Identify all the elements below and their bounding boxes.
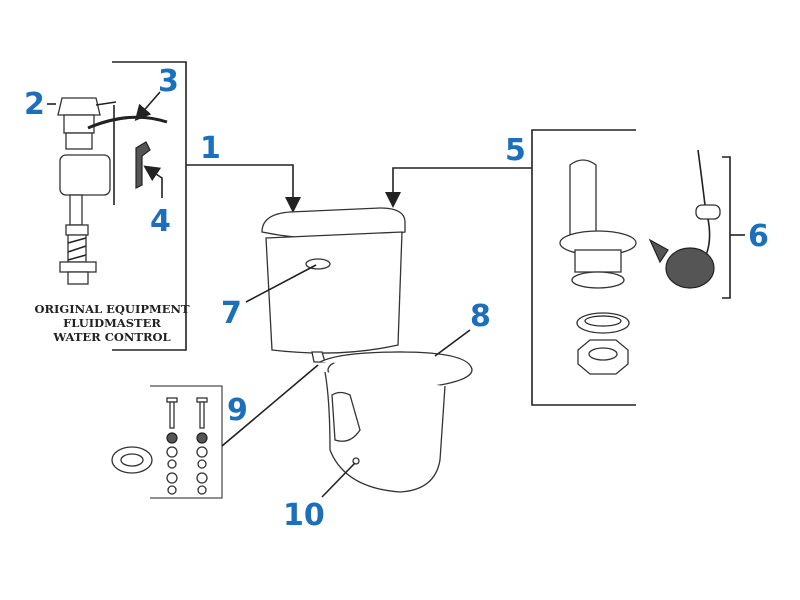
toilet-illustration: [261, 207, 473, 493]
caption-line-1: ORIGINAL EQUIPMENT: [34, 302, 190, 316]
label-8: 8: [470, 299, 491, 334]
label-4: 4: [150, 204, 171, 239]
label-6: 6: [748, 219, 769, 254]
flush-valve-illustration: [559, 149, 721, 375]
label-1: 1: [200, 131, 221, 166]
label-3: 3: [158, 64, 179, 99]
bracket-fill-valve-group: [112, 61, 301, 351]
bolt-kit-illustration: [111, 385, 223, 499]
caption-line-2: FLUIDMASTER: [63, 316, 161, 330]
leader-9: [221, 364, 319, 447]
bracket-flush-valve-group: [385, 129, 745, 406]
caption-line-3: WATER CONTROL: [52, 330, 170, 344]
label-10: 10: [283, 498, 325, 533]
label-5: 5: [505, 133, 526, 168]
label-2: 2: [24, 87, 45, 122]
fill-valve-illustration: [47, 91, 168, 285]
leader-10: [321, 462, 356, 498]
label-7: 7: [221, 296, 242, 331]
leader-7: [245, 264, 317, 303]
leader-8: [434, 329, 471, 357]
label-9: 9: [227, 393, 248, 428]
